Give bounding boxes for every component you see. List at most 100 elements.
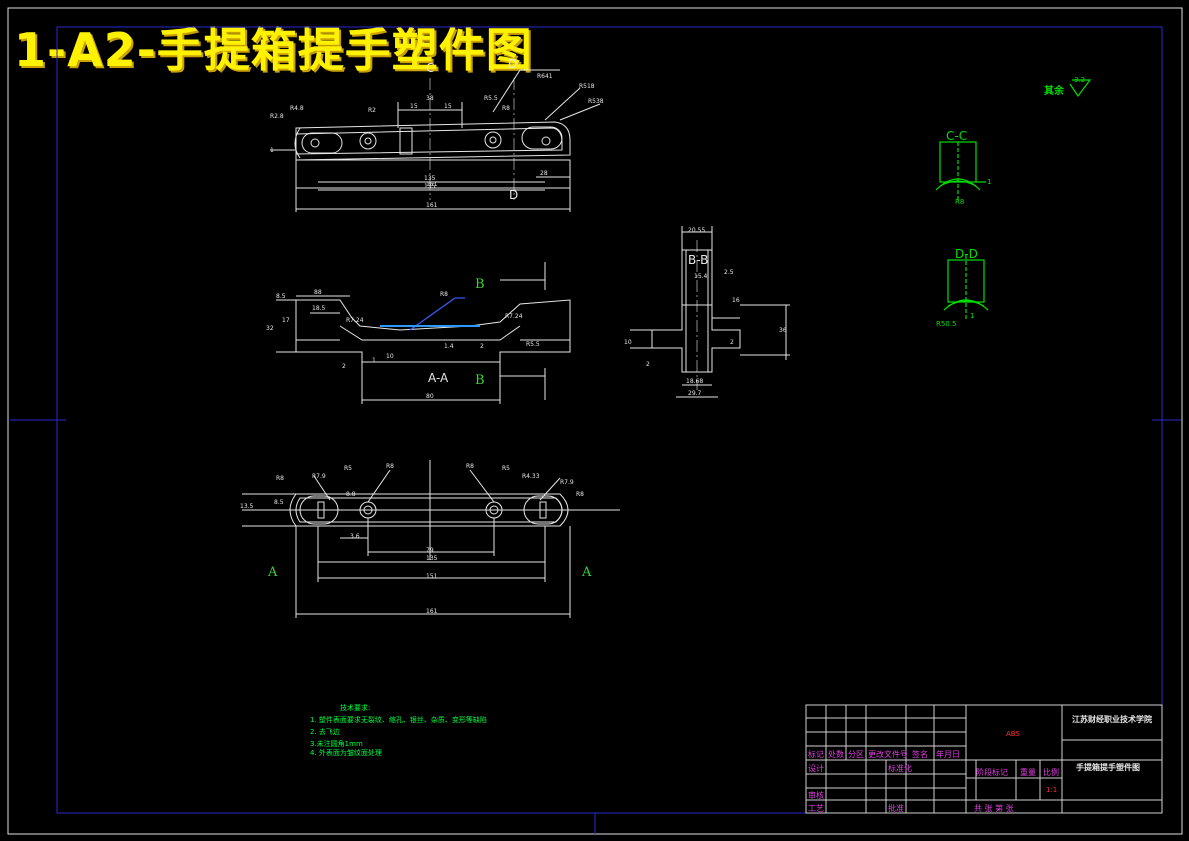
dim-label: 15 [444,103,452,110]
tb-header: 年月日 [936,749,960,759]
tb-sheets: 共 张 第 张 [974,803,1014,813]
tb-design: 设计 [808,763,824,773]
dim-label: 13.5 [240,503,254,510]
technical-notes: 技术要求: 1. 塑件表面要求无裂纹、缩孔、银丝、杂质、变形等缺陷 2. 去飞边… [310,703,487,757]
dim-label: 1 [970,312,974,320]
dim-label: 18.5 [312,305,326,312]
drawing-name: 手提箱提手塑件图 [1076,762,1140,772]
tb-weight: 重量 [1020,767,1036,777]
section-cc-view: C-C 1 R8 [935,129,991,206]
dim-label: 161 [426,608,438,615]
dim-label: 135 [424,175,436,182]
notes-heading: 技术要求: [340,703,370,712]
dim-label: 17 [282,317,290,324]
dim-label: R8 [276,475,284,482]
dim-label: R8 [955,198,964,206]
section-label-dd: D-D [955,247,978,261]
tb-header: 处数 [828,749,844,759]
dim-label: 36 [779,327,787,334]
dim-label: R4.33 [522,473,540,480]
outer-frame [7,7,1183,835]
dim-label: R5 [502,465,510,472]
note-line: 4. 外表面为皱纹面处理 [310,748,382,757]
dim-label: 151 [426,573,438,580]
dim-label: 38 [426,95,434,102]
dim-label: R2 [368,107,376,114]
dim-label: 80 [426,393,434,400]
school-name: 江苏财经职业技术学院 [1072,714,1152,724]
section-label-a-left: A [267,565,278,580]
dim-label: R5.5 [526,341,540,348]
section-aa-view: 8.5 88 18.5 R7.24 R8 R7.24 R5.5 17 32 2 … [266,262,571,404]
dim-label: R2.8 [270,113,284,120]
dim-label: R7.9 [312,473,326,480]
inner-frame [56,26,1163,814]
note-line: 3.未注圆角1mm [310,739,363,748]
dim-label: 2 [730,339,734,346]
dim-label: R8 [502,105,510,112]
section-label-b-bottom: B [475,373,485,388]
dim-label: R8 [466,463,474,470]
dim-label: 2 [342,363,346,370]
section-label-b-top: B [475,277,485,292]
dim-label: 10 [386,353,394,360]
dim-label: 8.5 [276,293,286,300]
section-dd-view: D-D R50.5 1 [936,247,989,328]
plan-view: R8 R7.9 R5 R8 R8 R5 R4.33 R7.9 R8 13.5 8… [240,460,620,618]
section-label-d: D [508,57,517,71]
scale-field: 1:1 [1046,786,1057,794]
dim-label: R641 [537,73,553,80]
tb-header: 更改文件号 [868,749,908,759]
section-label-c: C [426,61,434,75]
dim-label: 1.4 [444,343,454,350]
dim-label: 8.5 [274,499,284,506]
tb-header: 签名 [912,749,928,759]
dim-label: 2.5 [724,269,734,276]
dim-label: 1 [987,178,991,186]
roughness-text: 其余 [1044,84,1065,97]
dim-label: R538 [588,98,604,105]
roughness-value: 3.2 [1074,76,1085,84]
dim-label: R8 [576,491,584,498]
dim-label: R50.5 [936,320,956,328]
tb-approve: 批准 [888,803,904,813]
dim-label: 20.55 [688,227,705,234]
dim-label: 135 [426,555,438,562]
dim-label: R7.24 [346,317,364,324]
dim-label: 2 [480,343,484,350]
tb-header: 分区 [848,750,864,759]
dim-label: 29.7 [688,390,702,397]
dim-label: 32 [266,325,274,332]
tb-review: 审核 [808,790,824,800]
dim-label: 15 [410,103,418,110]
tb-process: 工艺 [808,804,824,813]
section-label-a-right: A [581,565,592,580]
dim-label: 1 [372,357,376,364]
dim-label: 15.4 [694,273,708,280]
section-label-bb: B-B [688,253,708,267]
dim-label: 8.8 [346,491,356,498]
drawing-title: 1-A2-手提箱提手塑件图 [14,23,533,77]
dim-label: 88 [314,289,322,296]
dim-label: R7.9 [560,479,574,486]
roughness-symbol: 其余 3.2 [1044,76,1092,98]
note-line: 1. 塑件表面要求无裂纹、缩孔、银丝、杂质、变形等缺陷 [310,715,487,724]
dim-label: R7.24 [505,313,523,320]
tb-header: 标记 [808,749,824,759]
note-line: 2. 去飞边 [310,727,340,736]
dim-label: 28 [540,170,548,177]
tb-stage-mark: 阶段标记 [976,767,1008,777]
dim-label: 1 [270,147,274,154]
dim-label: R518 [579,83,595,90]
dim-label: R5.5 [484,95,498,102]
top-view: R2.8 R4.8 R2 R641 R518 R538 38 15 15 R5.… [270,57,604,212]
dim-label: 135 [424,183,436,190]
section-label-cc: C-C [946,129,967,143]
dim-label: R5 [344,465,352,472]
dim-label: 2 [646,361,650,368]
dim-label: 151 [426,181,438,188]
dim-label: 10 [624,339,632,346]
material-field: ABS [1006,730,1020,738]
dim-label: 79 [426,547,434,554]
